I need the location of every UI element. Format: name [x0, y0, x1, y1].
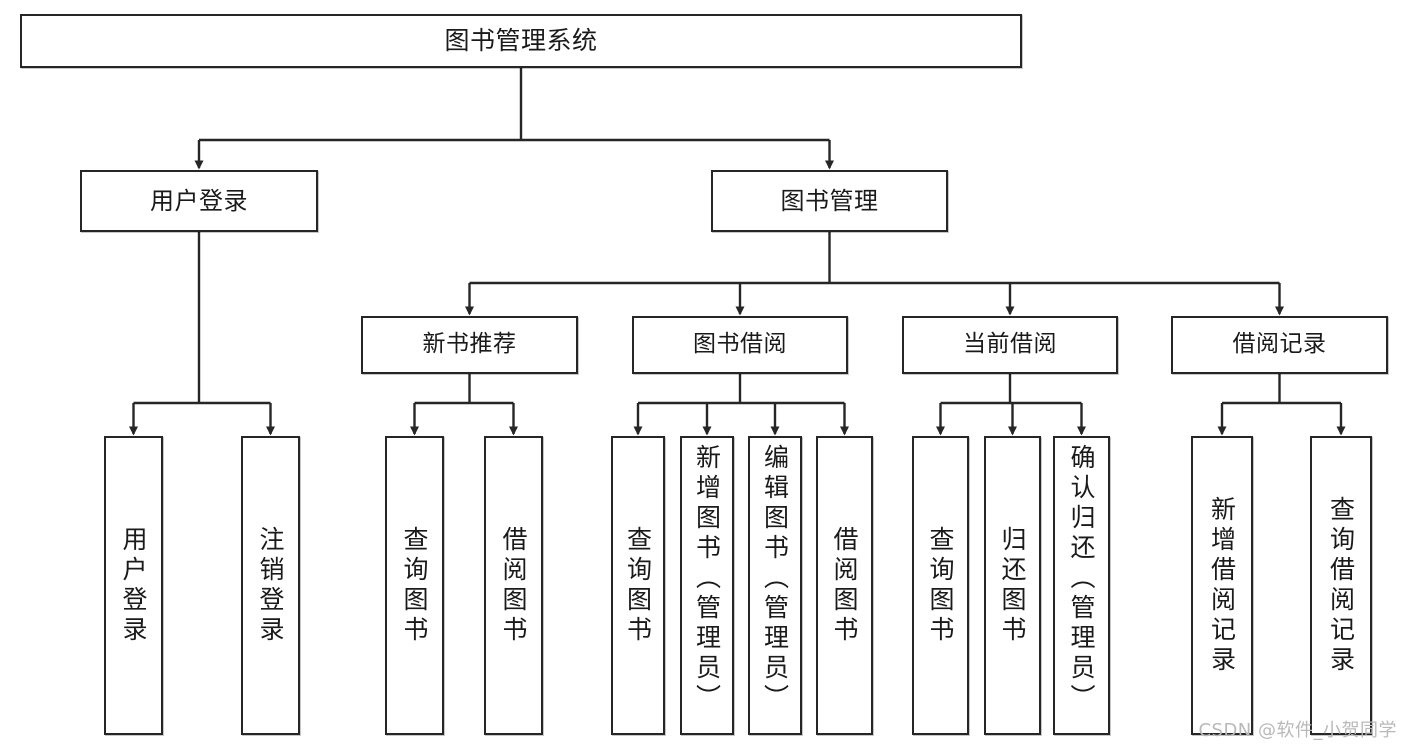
csdn-watermark: CSDN @软件_小贺同学: [1198, 720, 1397, 741]
node-leaf-query-borrow-record[interactable]: 查询借阅记录: [1310, 436, 1372, 735]
node-user-login-label: 用户登录: [150, 186, 248, 215]
node-leaf-borrow-book-2[interactable]: 借阅图书: [816, 436, 873, 735]
node-root-system-label: 图书管理系统: [444, 26, 598, 56]
node-leaf-confirm-return-admin-label: 确认归还（管理员）: [1067, 444, 1096, 714]
node-leaf-add-book-admin-label: 新增图书（管理员）: [692, 444, 722, 714]
node-leaf-query-book-2-label: 查询图书: [623, 525, 653, 646]
node-leaf-edit-book-admin[interactable]: 编辑图书（管理员）: [748, 436, 802, 735]
node-new-book-recommend[interactable]: 新书推荐: [361, 316, 578, 374]
node-root-system[interactable]: 图书管理系统: [20, 14, 1022, 68]
node-leaf-edit-book-admin-label: 编辑图书（管理员）: [760, 444, 790, 714]
node-book-manage-label: 图书管理: [780, 186, 879, 215]
node-leaf-borrow-book-1[interactable]: 借阅图书: [484, 436, 543, 735]
node-leaf-query-book-3[interactable]: 查询图书: [912, 436, 969, 735]
node-leaf-confirm-return-admin[interactable]: 确认归还（管理员）: [1053, 436, 1110, 735]
node-current-borrow-label: 当前借阅: [963, 331, 1057, 358]
node-book-borrow[interactable]: 图书借阅: [632, 316, 848, 374]
node-leaf-user-login[interactable]: 用户登录: [104, 436, 163, 735]
node-borrow-record-label: 借阅记录: [1232, 331, 1327, 358]
node-user-login[interactable]: 用户登录: [80, 170, 318, 232]
node-leaf-add-borrow-record-label: 新增借阅记录: [1207, 495, 1237, 676]
node-leaf-query-book-3-label: 查询图书: [926, 525, 955, 646]
node-borrow-record[interactable]: 借阅记录: [1171, 316, 1388, 374]
node-leaf-logout-login-label: 注销登录: [256, 525, 285, 646]
node-leaf-borrow-book-2-label: 借阅图书: [830, 525, 859, 646]
node-leaf-add-book-admin[interactable]: 新增图书（管理员）: [680, 436, 734, 735]
node-book-manage[interactable]: 图书管理: [711, 170, 948, 232]
node-book-borrow-label: 图书借阅: [693, 331, 787, 358]
node-leaf-query-book-1-label: 查询图书: [400, 525, 429, 646]
node-current-borrow[interactable]: 当前借阅: [902, 316, 1118, 374]
node-leaf-user-login-label: 用户登录: [119, 525, 148, 646]
node-leaf-logout-login[interactable]: 注销登录: [241, 436, 300, 735]
node-leaf-query-book-2[interactable]: 查询图书: [611, 436, 665, 735]
node-leaf-return-book[interactable]: 归还图书: [984, 436, 1041, 735]
node-leaf-add-borrow-record[interactable]: 新增借阅记录: [1191, 436, 1253, 735]
node-leaf-query-borrow-record-label: 查询借阅记录: [1326, 495, 1356, 676]
node-leaf-query-book-1[interactable]: 查询图书: [385, 436, 444, 735]
node-new-book-recommend-label: 新书推荐: [422, 331, 517, 358]
node-leaf-return-book-label: 归还图书: [998, 525, 1027, 646]
node-leaf-borrow-book-1-label: 借阅图书: [499, 525, 528, 646]
edge-path-group: [129, 68, 1346, 436]
